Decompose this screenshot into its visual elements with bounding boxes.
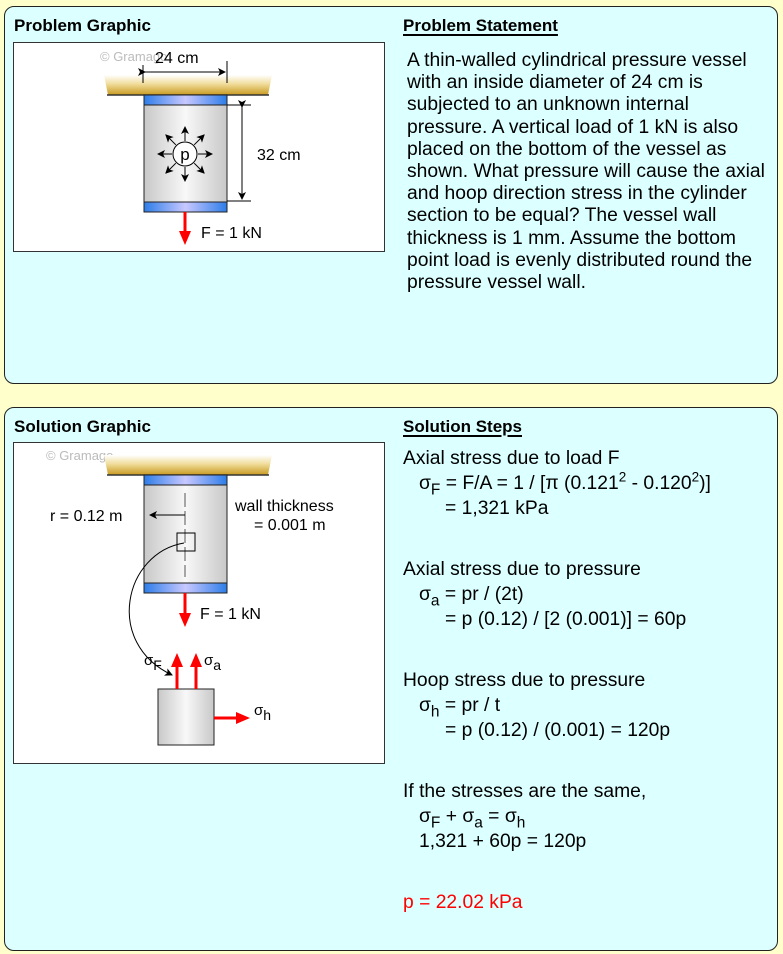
force-label: F = 1 kN (201, 225, 262, 242)
step3-result: = p (0.12) / (0.001) = 120p (445, 720, 671, 741)
top-end-cap (143, 94, 228, 106)
problem-graphic-title: Problem Graphic (14, 16, 151, 35)
solution-steps: Axial stress due to load F σF = F/A = 1 … (403, 446, 773, 915)
sigma-F-label: σF (144, 652, 162, 673)
problem-graphic: © Gramago 24 cm p 32 cm (13, 42, 385, 252)
problem-statement-text: A thin-walled cylindrical pressure vesse… (407, 50, 765, 294)
step2-result: = p (0.12) / [2 (0.001)] = 60p (445, 609, 687, 630)
step3-equation: σh = pr / t (419, 695, 501, 721)
diameter-label: 24 cm (155, 50, 199, 67)
wall-thickness-value: = 0.001 m (254, 517, 326, 534)
bottom-end-cap (143, 582, 228, 594)
solution-graphic-title: Solution Graphic (14, 417, 151, 436)
step2-heading: Axial stress due to pressure (403, 559, 641, 580)
watermark: © Gramago (100, 49, 167, 64)
problem-panel: Problem Graphic Problem Statement (4, 6, 778, 384)
stress-element-marker (176, 532, 196, 552)
ceiling-support (104, 75, 272, 95)
wall-thickness-label: wall thickness (234, 498, 334, 515)
solution-graphic: © Gramago r = 0.12 m wall thickness = 0.… (13, 442, 385, 764)
final-answer: p = 22.02 kPa (403, 892, 523, 913)
ceiling-support (104, 455, 272, 475)
stress-element (157, 688, 215, 746)
sigma-a-arrow-head (190, 653, 202, 667)
problem-diagram: © Gramago 24 cm p 32 cm (100, 49, 301, 245)
force-arrow-head (179, 231, 191, 245)
radius-label: r = 0.12 m (50, 508, 122, 525)
force-label: F = 1 kN (200, 606, 261, 623)
sigma-h-arrow-head (236, 712, 250, 724)
step3-heading: Hoop stress due to pressure (403, 670, 646, 691)
sigma-h-label: σh (254, 702, 271, 723)
step2-equation: σa = pr / (2t) (419, 584, 524, 610)
step4-substitution: 1,321 + 60p = 120p (419, 831, 587, 852)
step1-equation: σF = F/A = 1 / [π (0.1212 - 0.1202)] (419, 469, 711, 499)
sigma-F-arrow-head (171, 653, 183, 667)
step4-heading: If the stresses are the same, (403, 781, 647, 802)
zoom-curve-arrow (128, 542, 185, 676)
step4-equation: σF + σa = σh (419, 806, 526, 832)
height-label: 32 cm (257, 147, 301, 164)
pressure-arrow (193, 134, 205, 146)
pressure-arrow (165, 162, 177, 174)
solution-steps-title: Solution Steps (403, 417, 522, 436)
pressure-label: p (180, 145, 189, 164)
step1-result: = 1,321 kPa (445, 498, 549, 519)
pressure-arrow (165, 134, 177, 146)
step1-heading: Axial stress due to load F (403, 448, 620, 469)
sigma-a-label: σa (204, 652, 221, 673)
force-arrow-head (179, 613, 191, 627)
top-end-cap (143, 474, 228, 486)
pressure-arrow (193, 162, 205, 174)
solution-panel: Solution Graphic Solution Steps (4, 407, 778, 951)
problem-statement-title: Problem Statement (403, 16, 558, 35)
solution-diagram: © Gramago r = 0.12 m wall thickness = 0.… (46, 448, 334, 746)
watermark: © Gramago (46, 448, 113, 463)
pressure-symbol: p (157, 126, 213, 182)
bottom-end-cap (143, 201, 228, 213)
